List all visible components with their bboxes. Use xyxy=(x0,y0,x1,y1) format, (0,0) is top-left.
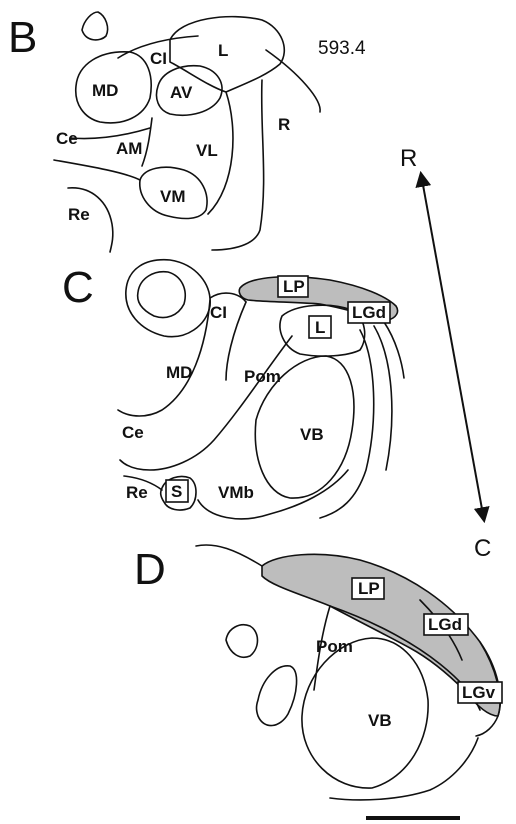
b-label-av: AV xyxy=(170,83,193,102)
panel-c-letter: C xyxy=(62,263,94,312)
c-label-ci: CI xyxy=(210,303,227,322)
panel-b-letter: B xyxy=(8,13,37,62)
b-label-ce: Ce xyxy=(56,129,78,148)
c-lateral-line-3 xyxy=(384,322,404,378)
c-label-re: Re xyxy=(126,483,148,502)
d-label-pom: Pom xyxy=(316,637,353,656)
c-pom-lower xyxy=(120,336,292,470)
panel-d: D LP LGd LGv Pom VB xyxy=(134,545,502,800)
c-label-lgd: LGd xyxy=(352,303,386,322)
c-label-lp: LP xyxy=(283,277,305,296)
b-label-re: Re xyxy=(68,205,90,224)
c-label-vmb: VMb xyxy=(218,483,254,502)
d-pom-left-oval xyxy=(257,666,297,726)
b-am-line xyxy=(54,160,140,180)
b-label-r: R xyxy=(278,115,290,134)
caudal-label: C xyxy=(474,535,491,562)
b-av-connector xyxy=(142,118,152,166)
d-label-vb: VB xyxy=(368,711,392,730)
d-label-lgd: LGd xyxy=(428,615,462,634)
b-ce-upper-line xyxy=(70,128,150,139)
section-number: 593.4 xyxy=(318,38,366,59)
orientation-arrow: R C xyxy=(400,145,491,562)
b-label-md: MD xyxy=(92,81,118,100)
b-label-ci: CI xyxy=(150,49,167,68)
c-lateral-line-1 xyxy=(320,330,374,518)
rostral-label: R xyxy=(400,145,417,172)
b-label-vm: VM xyxy=(160,187,186,206)
d-small-round xyxy=(226,625,258,657)
c-label-l: L xyxy=(315,318,325,337)
d-label-lp: LP xyxy=(358,579,380,598)
c-round-inner xyxy=(138,272,186,318)
b-label-vl: VL xyxy=(196,141,218,160)
d-label-lgv: LGv xyxy=(462,683,496,702)
c-label-pom: Pom xyxy=(244,367,281,386)
d-vb-nucleus xyxy=(302,638,428,788)
d-top-outline xyxy=(196,545,262,566)
b-small-top-nucleus xyxy=(82,12,108,40)
c-pom-border xyxy=(226,302,246,380)
b-r-inner-line xyxy=(212,80,264,250)
c-lateral-line-2 xyxy=(374,326,392,470)
c-label-vb: VB xyxy=(300,425,324,444)
panel-c: C LP L LGd S CI MD Pom Ce VB Re VMb xyxy=(62,260,404,519)
rostro-caudal-arrow xyxy=(421,174,484,520)
panel-d-letter: D xyxy=(134,545,166,594)
panel-b: B 593.4 CI L MD AV Ce AM VL R VM Re xyxy=(8,12,366,252)
b-label-l: L xyxy=(218,41,228,60)
b-label-am: AM xyxy=(116,139,142,158)
c-label-ce: Ce xyxy=(122,423,144,442)
c-label-s: S xyxy=(171,482,182,501)
b-r-outer-line xyxy=(266,50,320,112)
c-label-md: MD xyxy=(166,363,192,382)
